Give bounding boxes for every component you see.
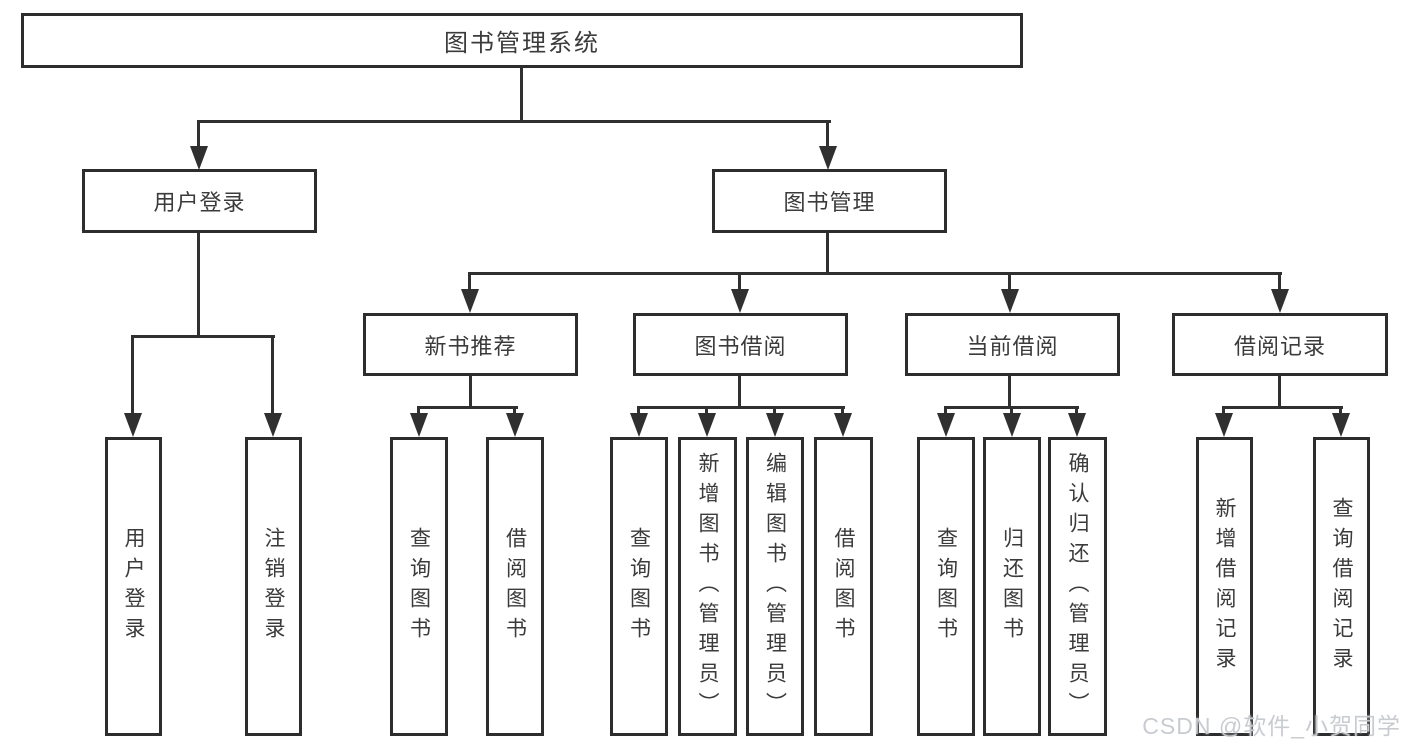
node-label: 用户登录 xyxy=(153,190,246,215)
arrowhead-g2-leaf3 xyxy=(766,413,784,437)
arrowhead-g3-leaf3 xyxy=(1068,413,1086,437)
arrowhead-borrow-records xyxy=(1271,289,1289,313)
arrowhead-g3-leaf1 xyxy=(937,413,955,437)
connector-stem-current-borrow xyxy=(1008,272,1011,291)
connector-level2-hline xyxy=(468,272,1282,275)
connector-g3-stem1 xyxy=(944,406,947,415)
connector-stem-leaf-user-login xyxy=(131,335,134,414)
connector-stem-book-borrow xyxy=(738,272,741,291)
leaf-label: 确认归还（管理员） xyxy=(1066,451,1089,722)
connector-stem-leaf-logout xyxy=(271,335,274,414)
connector-g2-stem3 xyxy=(773,406,776,415)
connector-g2-stem4 xyxy=(841,406,844,415)
node-book-management: 图书管理 xyxy=(712,169,947,233)
arrowhead-g1-leaf1 xyxy=(410,413,428,437)
csdn-watermark: CSDN @软件_小贺同学 xyxy=(1142,713,1401,739)
leaf-label: 新增借阅记录 xyxy=(1213,496,1236,677)
connector-g3-vline xyxy=(1008,376,1011,409)
node-label: 图书借阅 xyxy=(694,333,787,359)
leaf-label: 查询图书 xyxy=(407,526,431,647)
connector-g1-vline xyxy=(469,376,472,409)
arrowhead-book-borrow xyxy=(731,289,749,313)
leaf-logout: 注销登录 xyxy=(245,437,302,736)
arrowhead-g4-leaf2 xyxy=(1332,413,1350,437)
leaf-borrow-book: 借阅图书 xyxy=(814,437,873,736)
arrowhead-new-book xyxy=(461,289,479,313)
arrowhead-g2-leaf2 xyxy=(698,413,716,437)
connector-user-login-vline xyxy=(197,233,200,338)
leaf-label: 查询借阅记录 xyxy=(1330,496,1353,677)
leaf-query-book-current: 查询图书 xyxy=(917,437,975,736)
leaf-label: 借阅图书 xyxy=(832,526,855,647)
node-label: 图书管理系统 xyxy=(444,30,600,57)
connector-g3-stem2 xyxy=(1010,406,1013,415)
node-label: 新书推荐 xyxy=(424,333,517,359)
connector-g2-stem1 xyxy=(637,406,640,415)
connector-g4-stem2 xyxy=(1339,406,1342,415)
arrowhead-g2-leaf1 xyxy=(630,413,648,437)
connector-g2-stem2 xyxy=(705,406,708,415)
leaf-label: 归还图书 xyxy=(1000,526,1024,647)
leaf-label: 借阅图书 xyxy=(503,526,527,647)
leaf-label: 查询图书 xyxy=(934,526,958,647)
node-label: 借阅记录 xyxy=(1233,333,1326,359)
connector-stem-book-management xyxy=(826,120,829,147)
connector-stem-borrow-records xyxy=(1278,272,1281,291)
arrowhead-current-borrow xyxy=(1001,289,1019,313)
connector-g1-stem2 xyxy=(513,406,516,415)
arrowhead-g2-leaf4 xyxy=(834,413,852,437)
connector-user-login-hline xyxy=(132,335,275,338)
arrowhead-user-login xyxy=(190,146,208,170)
connector-level1-hline xyxy=(198,120,831,123)
node-user-login-branch: 用户登录 xyxy=(82,169,317,233)
connector-g3-stem3 xyxy=(1075,406,1078,415)
leaf-query-book-borrowing: 查询图书 xyxy=(610,437,668,736)
node-label: 图书管理 xyxy=(783,190,876,215)
leaf-label: 新增图书（管理员） xyxy=(696,451,719,722)
leaf-return-book: 归还图书 xyxy=(983,437,1041,736)
leaf-label: 查询图书 xyxy=(627,526,651,647)
connector-stem-user-login xyxy=(197,120,200,147)
arrowhead-leaf-user-login xyxy=(124,413,142,437)
connector-g4-hline xyxy=(1222,406,1343,409)
arrowhead-leaf-logout xyxy=(264,413,282,437)
node-new-book-recommend: 新书推荐 xyxy=(363,313,578,376)
arrowhead-book-management xyxy=(819,146,837,170)
connector-g2-hline xyxy=(637,406,845,409)
connector-book-management-vline xyxy=(826,233,829,275)
leaf-add-borrow-record: 新增借阅记录 xyxy=(1196,437,1253,736)
node-borrowing-records: 借阅记录 xyxy=(1172,313,1388,376)
leaf-add-book-admin: 新增图书（管理员） xyxy=(678,437,737,736)
node-current-borrowing: 当前借阅 xyxy=(905,313,1120,376)
leaf-label: 编辑图书（管理员） xyxy=(763,451,787,722)
connector-g2-vline xyxy=(738,376,741,409)
leaf-query-book-recommend: 查询图书 xyxy=(390,437,448,736)
connector-g4-stem1 xyxy=(1222,406,1225,415)
leaf-label: 注销登录 xyxy=(262,526,285,647)
connector-g4-vline xyxy=(1278,376,1281,409)
connector-root-vline xyxy=(520,67,523,121)
leaf-confirm-return-admin: 确认归还（管理员） xyxy=(1048,437,1107,736)
arrowhead-g4-leaf1 xyxy=(1215,413,1233,437)
arrowhead-g1-leaf2 xyxy=(506,413,524,437)
leaf-query-borrow-record: 查询借阅记录 xyxy=(1313,437,1370,736)
connector-g1-stem1 xyxy=(417,406,420,415)
arrowhead-g3-leaf2 xyxy=(1003,413,1021,437)
leaf-label: 用户登录 xyxy=(122,526,145,647)
connector-g1-hline xyxy=(417,406,518,409)
leaf-edit-book-admin: 编辑图书（管理员） xyxy=(746,437,804,736)
node-book-borrowing: 图书借阅 xyxy=(633,313,848,376)
connector-stem-new-book xyxy=(468,272,471,291)
node-label: 当前借阅 xyxy=(966,333,1059,359)
leaf-borrow-book-recommend: 借阅图书 xyxy=(486,437,544,736)
node-library-management-system: 图书管理系统 xyxy=(21,13,1023,68)
leaf-user-login: 用户登录 xyxy=(105,437,162,736)
